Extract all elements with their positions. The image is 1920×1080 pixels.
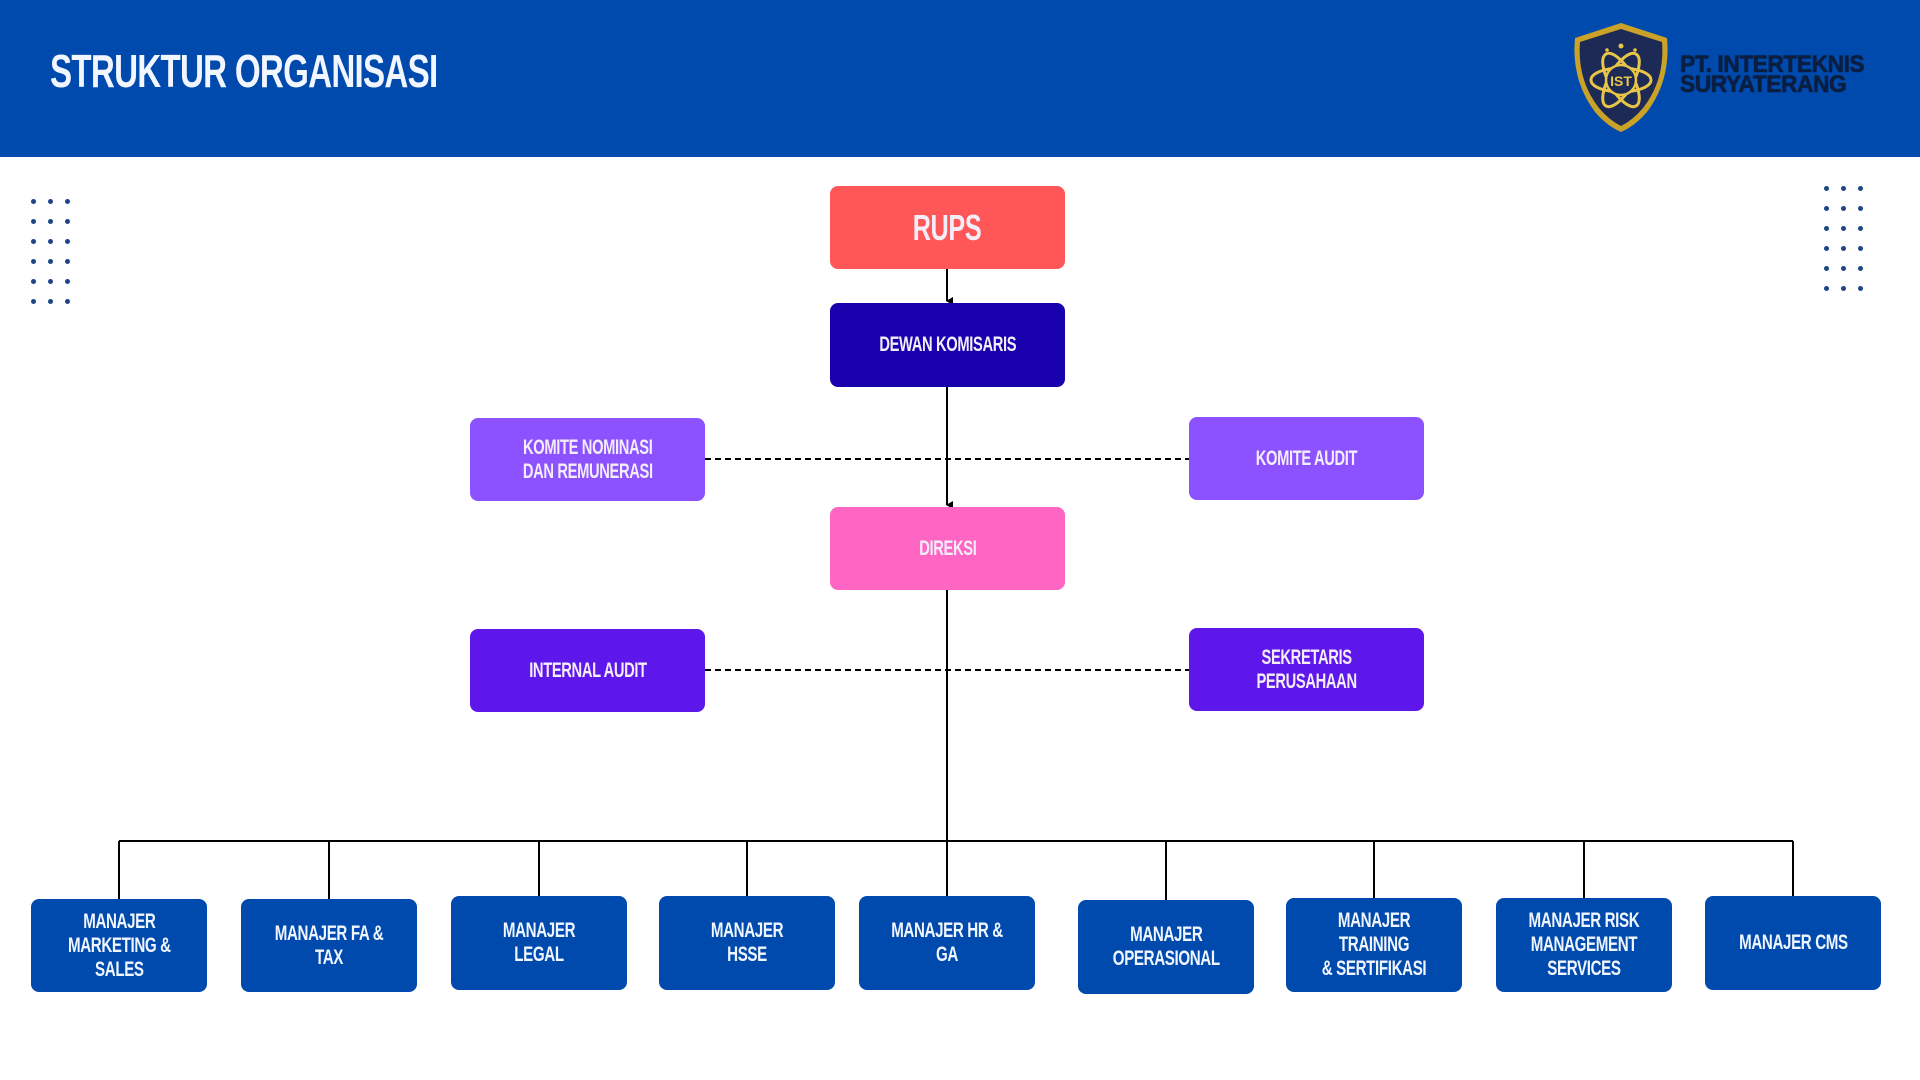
company-name: PT. INTERTEKNIS SURYATERANG [1680, 51, 1865, 98]
node-manager[interactable]: MANAJER FA & TAX [241, 899, 417, 992]
shield-emblem-icon: IST [1574, 23, 1668, 132]
company-name-line2: SURYATERANG [1680, 71, 1847, 98]
decor-dot [65, 259, 70, 264]
decor-dot [1841, 266, 1846, 271]
node-sekretaris-perusahaan-label: SEKRETARIS PERUSAHAAN [1256, 645, 1357, 693]
decor-dot [1841, 226, 1846, 231]
decor-dot [1858, 226, 1863, 231]
decor-dot [65, 199, 70, 204]
page-title: STRUKTUR ORGANISASI [50, 45, 438, 97]
svg-text:IST: IST [1610, 73, 1632, 89]
decor-dot [1858, 266, 1863, 271]
node-manager[interactable]: MANAJER TRAINING & SERTIFIKASI [1286, 898, 1462, 992]
node-internal-audit-label: INTERNAL AUDIT [528, 658, 647, 682]
node-manager[interactable]: MANAJER LEGAL [451, 896, 627, 990]
node-manager-label: MANAJER TRAINING & SERTIFIKASI [1321, 909, 1427, 980]
decor-dot [65, 239, 70, 244]
node-manager[interactable]: MANAJER OPERASIONAL [1078, 900, 1254, 994]
node-komite-audit[interactable]: KOMITE AUDIT [1189, 417, 1424, 500]
node-manager-label: MANAJER FA & TAX [274, 921, 384, 969]
decor-dot [1858, 206, 1863, 211]
node-sekretaris-perusahaan[interactable]: SEKRETARIS PERUSAHAAN [1189, 628, 1424, 711]
decor-dot [1858, 246, 1863, 251]
decor-dot [1858, 186, 1863, 191]
decor-dot [1824, 286, 1829, 291]
node-rups-label: RUPS [913, 206, 982, 248]
node-manager-label: MANAJER LEGAL [502, 919, 576, 966]
decor-dots-right [1824, 186, 1863, 291]
node-manager[interactable]: MANAJER HSSE [659, 896, 835, 990]
decor-dot [31, 259, 36, 264]
decor-dot [31, 279, 36, 284]
node-manager[interactable]: MANAJER RISK MANAGEMENT SERVICES [1496, 898, 1672, 992]
decor-dot [1841, 286, 1846, 291]
decor-dot [1824, 246, 1829, 251]
decor-dot [1824, 206, 1829, 211]
node-direksi-label: DIREKSI [918, 536, 977, 560]
decor-dot [48, 239, 53, 244]
decor-dot [48, 199, 53, 204]
node-komite-nominasi-label: KOMITE NOMINASI DAN REMUNERASI [522, 435, 653, 483]
header-bar: STRUKTUR ORGANISASI IST PT. INTERTEKNIS … [0, 0, 1920, 157]
node-manager-label: MANAJER HR & GA [891, 919, 1003, 966]
decor-dot [31, 199, 36, 204]
decor-dot [65, 279, 70, 284]
decor-dot [1824, 266, 1829, 271]
node-manager[interactable]: MANAJER MARKETING & SALES [31, 899, 207, 992]
decor-dot [1858, 286, 1863, 291]
node-manager-label: MANAJER RISK MANAGEMENT SERVICES [1528, 909, 1640, 980]
decor-dots-left [31, 199, 70, 304]
connector-manager-drops [118, 841, 1794, 900]
node-manager-label: MANAJER HSSE [710, 919, 784, 966]
node-internal-audit[interactable]: INTERNAL AUDIT [470, 629, 705, 712]
node-manager[interactable]: MANAJER CMS [1705, 896, 1881, 990]
node-manager-label: MANAJER OPERASIONAL [1112, 923, 1220, 970]
decor-dot [1841, 186, 1846, 191]
node-direksi[interactable]: DIREKSI [830, 507, 1065, 590]
decor-dot [48, 259, 53, 264]
decor-dot [65, 219, 70, 224]
node-komite-nominasi[interactable]: KOMITE NOMINASI DAN REMUNERASI [470, 418, 705, 501]
decor-dot [65, 299, 70, 304]
node-komite-audit-label: KOMITE AUDIT [1255, 446, 1358, 470]
node-rups[interactable]: RUPS [830, 186, 1065, 269]
decor-dot [31, 299, 36, 304]
decor-dot [31, 239, 36, 244]
decor-dot [1841, 206, 1846, 211]
decor-dot [1841, 246, 1846, 251]
node-manager-label: MANAJER CMS [1738, 931, 1848, 954]
node-dewan-komisaris-label: DEWAN KOMISARIS [879, 333, 1016, 356]
company-logo: IST PT. INTERTEKNIS SURYATERANG [1567, 20, 1907, 135]
decor-dot [1824, 226, 1829, 231]
decor-dot [31, 219, 36, 224]
decor-dot [48, 299, 53, 304]
node-dewan-komisaris[interactable]: DEWAN KOMISARIS [830, 303, 1065, 387]
node-manager-label: MANAJER MARKETING & SALES [67, 909, 171, 981]
decor-dot [1824, 186, 1829, 191]
node-manager[interactable]: MANAJER HR & GA [859, 896, 1035, 990]
company-name-line1: PT. INTERTEKNIS [1680, 51, 1865, 78]
decor-dot [48, 279, 53, 284]
decor-dot [48, 219, 53, 224]
